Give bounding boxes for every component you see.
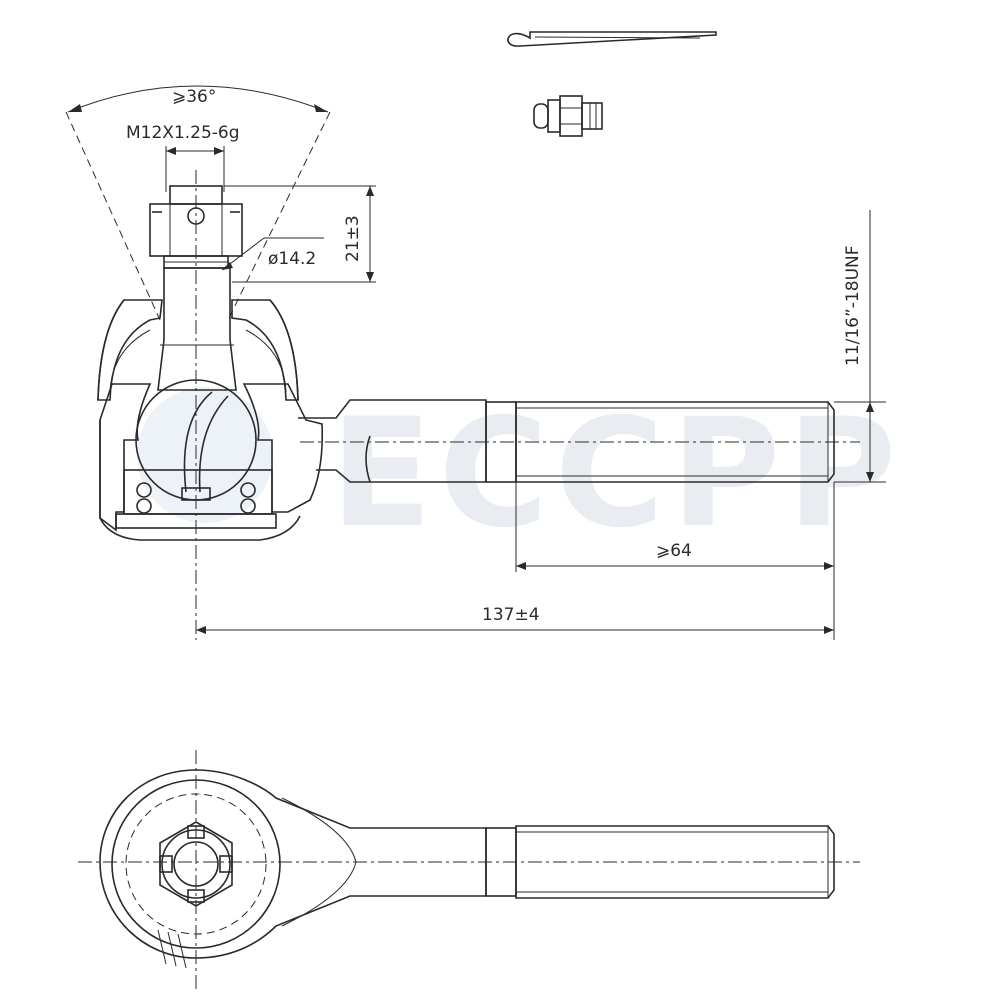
angle-dimension: ⩾36°: [65, 85, 331, 321]
cotter-pin: [507, 31, 717, 47]
grease-fitting: [533, 95, 603, 137]
stud-thread-dimension: M12X1.25-6g: [126, 123, 240, 192]
thread-length-label: ⩾64: [656, 541, 692, 561]
centerlines-side: [195, 170, 860, 640]
shank-thread-dimension: 11/16”-18UNF: [834, 210, 886, 483]
shank-thread-label: 11/16”-18UNF: [843, 245, 863, 366]
diameter-label: ø14.2: [268, 249, 316, 269]
angle-label: ⩾36°: [172, 87, 216, 107]
stud-thread-label: M12X1.25-6g: [126, 123, 240, 143]
overall-length-label: 137±4: [482, 605, 540, 625]
watermark-text: ECCPP: [330, 387, 903, 561]
stud-height-dimension: 21±3: [224, 185, 376, 283]
diameter-dimension: ø14.2: [221, 237, 324, 271]
plan-view: [78, 750, 860, 990]
dust-boot: [97, 299, 299, 401]
watermark: ECCPP: [137, 387, 903, 561]
stud-height-label: 21±3: [343, 215, 363, 262]
thread-length-dimension: ⩾64: [515, 482, 835, 640]
overall-length-dimension: 137±4: [196, 605, 834, 634]
